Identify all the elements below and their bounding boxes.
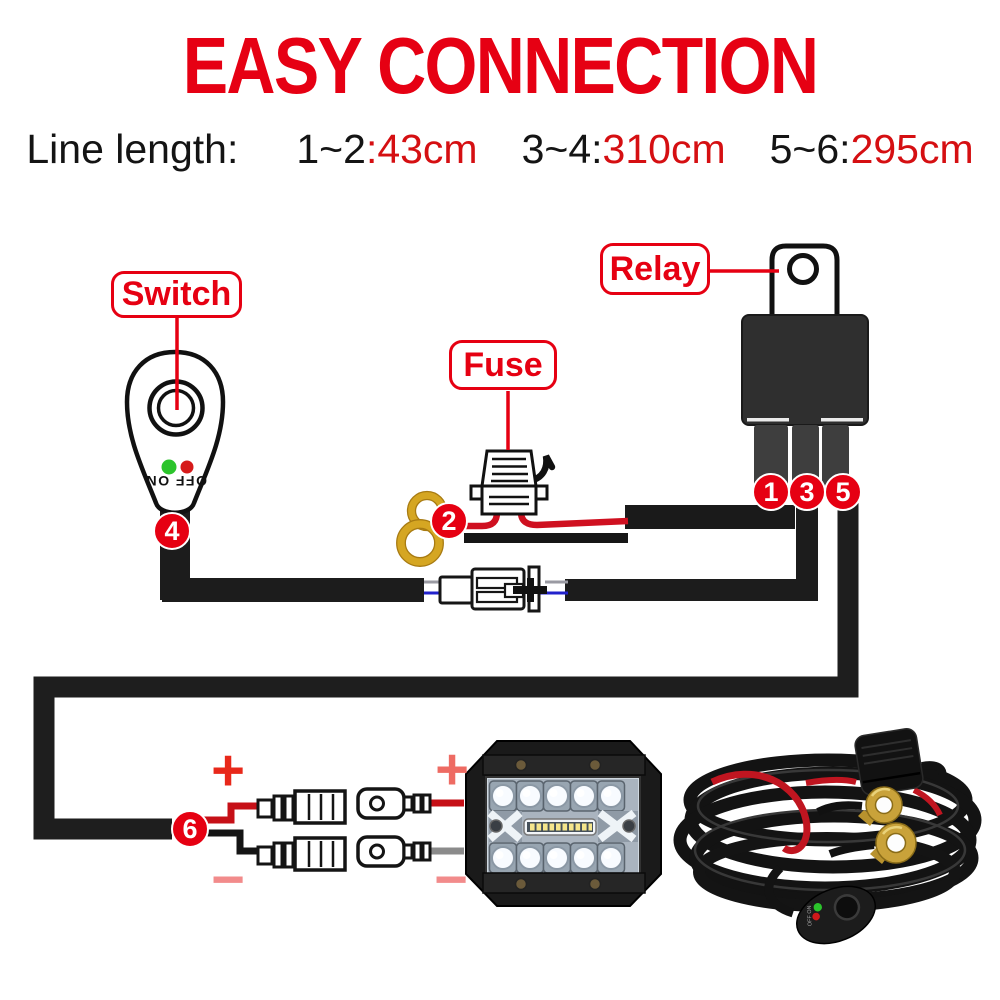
lightbar-screw: [588, 877, 602, 891]
relay-label-text: Relay: [609, 249, 701, 288]
plus-sign-left: +: [211, 738, 245, 803]
relay-illustration: [741, 243, 869, 497]
fuse-illustration: [469, 449, 556, 516]
lightbar-hex-screw-left: [489, 819, 503, 833]
wire-6-red: [202, 802, 260, 824]
brass-ring-terminal-1: [858, 786, 903, 826]
wire-marker-5: 5: [824, 473, 862, 511]
line-length-segment-3-4: 3~4:310cm: [521, 126, 726, 172]
pod-led-red: [812, 912, 820, 921]
female-spade-minus: [256, 836, 347, 872]
connector-pin-v: [527, 578, 534, 602]
switch-label-text: Switch: [121, 275, 232, 313]
switch-led-red: [180, 460, 194, 474]
switch-offon-text: OFF ON: [145, 473, 207, 489]
connector-male-plug: [438, 575, 474, 605]
remote-switch-pod: OFF ON: [796, 885, 876, 945]
quick-connector: [424, 565, 568, 613]
switch-label: Switch: [111, 271, 242, 318]
wire-marker-3: 3: [788, 473, 826, 511]
segment-pair: 1~2: [296, 126, 366, 172]
ring-terminals-diagram: [396, 490, 448, 567]
wire-connector-to-relay-leg3: [565, 495, 818, 601]
coil-red-wire-right: [912, 787, 943, 817]
minus-sign-left: −: [211, 847, 245, 912]
line-length-label: Line length:: [26, 126, 239, 172]
line-length-segment-5-6: 5~6:295cm: [769, 126, 974, 172]
lightbar-screw: [514, 758, 528, 772]
wire-relay-leg5-loop: [33, 495, 859, 840]
fuse-label: Fuse: [449, 340, 557, 390]
male-spade-minus: [356, 835, 432, 868]
coil-red-wire-left: [805, 776, 857, 786]
segment-value: :43cm: [365, 126, 478, 172]
page-title: EASY CONNECTION: [182, 21, 819, 110]
relay-body-highlight-left: [747, 418, 789, 422]
wire-marker-2: 2: [430, 502, 468, 540]
inline-fuse-holder: [854, 728, 924, 796]
leader-lines: [175, 269, 779, 450]
wire-6-black: [202, 829, 260, 855]
relay-body-highlight-right: [821, 418, 863, 422]
segment-pair: 5~6:: [769, 126, 851, 172]
line-length-row: Line length: 1~2:43cm 3~4:310cm 5~6:295c…: [0, 126, 1000, 172]
lightbar-reflector-x-right: [597, 809, 637, 843]
pod-button: [833, 894, 861, 921]
led-light-bar: [465, 740, 662, 907]
fuse-ridges-bottom: [489, 495, 529, 506]
fuse-ridges-top: [491, 457, 528, 483]
relay-label: Relay: [600, 243, 710, 295]
harness-coil-photo: OFF ON: [673, 728, 982, 945]
pod-led-green: [813, 903, 822, 912]
relay-mount-hole: [787, 253, 819, 285]
fuse-label-text: Fuse: [463, 345, 543, 384]
relay-body: [741, 314, 869, 426]
plus-sign-right: +: [435, 737, 469, 802]
lightbar-bottom-band: [482, 872, 646, 894]
ring-wire-2: [828, 841, 875, 858]
lightbar-screw: [588, 758, 602, 772]
lightbar-hex-screw-right: [622, 819, 636, 833]
wire-marker-6: 6: [171, 810, 209, 848]
harness-wires: [33, 495, 859, 840]
line-length-segment-1-2: 1~2:43cm: [296, 126, 478, 172]
female-spade-plus: [256, 789, 347, 825]
segment-pair: 3~4:: [521, 126, 603, 172]
lightbar-reflector-x-left: [487, 809, 523, 843]
lightbar-screw: [514, 877, 528, 891]
pod-cord: [764, 864, 795, 918]
segment-value: 295cm: [850, 126, 974, 172]
wire-marker-1: 1: [752, 473, 790, 511]
fuse-lower-body: [480, 484, 538, 516]
male-spade-plus: [356, 787, 432, 820]
spade-terminals: [202, 787, 464, 872]
wire-marker-4: 4: [153, 512, 191, 550]
ring-wire-1: [816, 801, 863, 816]
brass-ring-terminal-2: [870, 822, 917, 864]
minus-sign-right: −: [434, 847, 468, 912]
switch-led-green: [161, 459, 177, 475]
coil-red-wire: [710, 770, 811, 855]
coil-handle-loop: [921, 761, 947, 785]
pod-indicator-text: OFF ON: [807, 905, 814, 926]
lightbar-top-band: [482, 754, 646, 776]
segment-value: 310cm: [602, 126, 726, 172]
